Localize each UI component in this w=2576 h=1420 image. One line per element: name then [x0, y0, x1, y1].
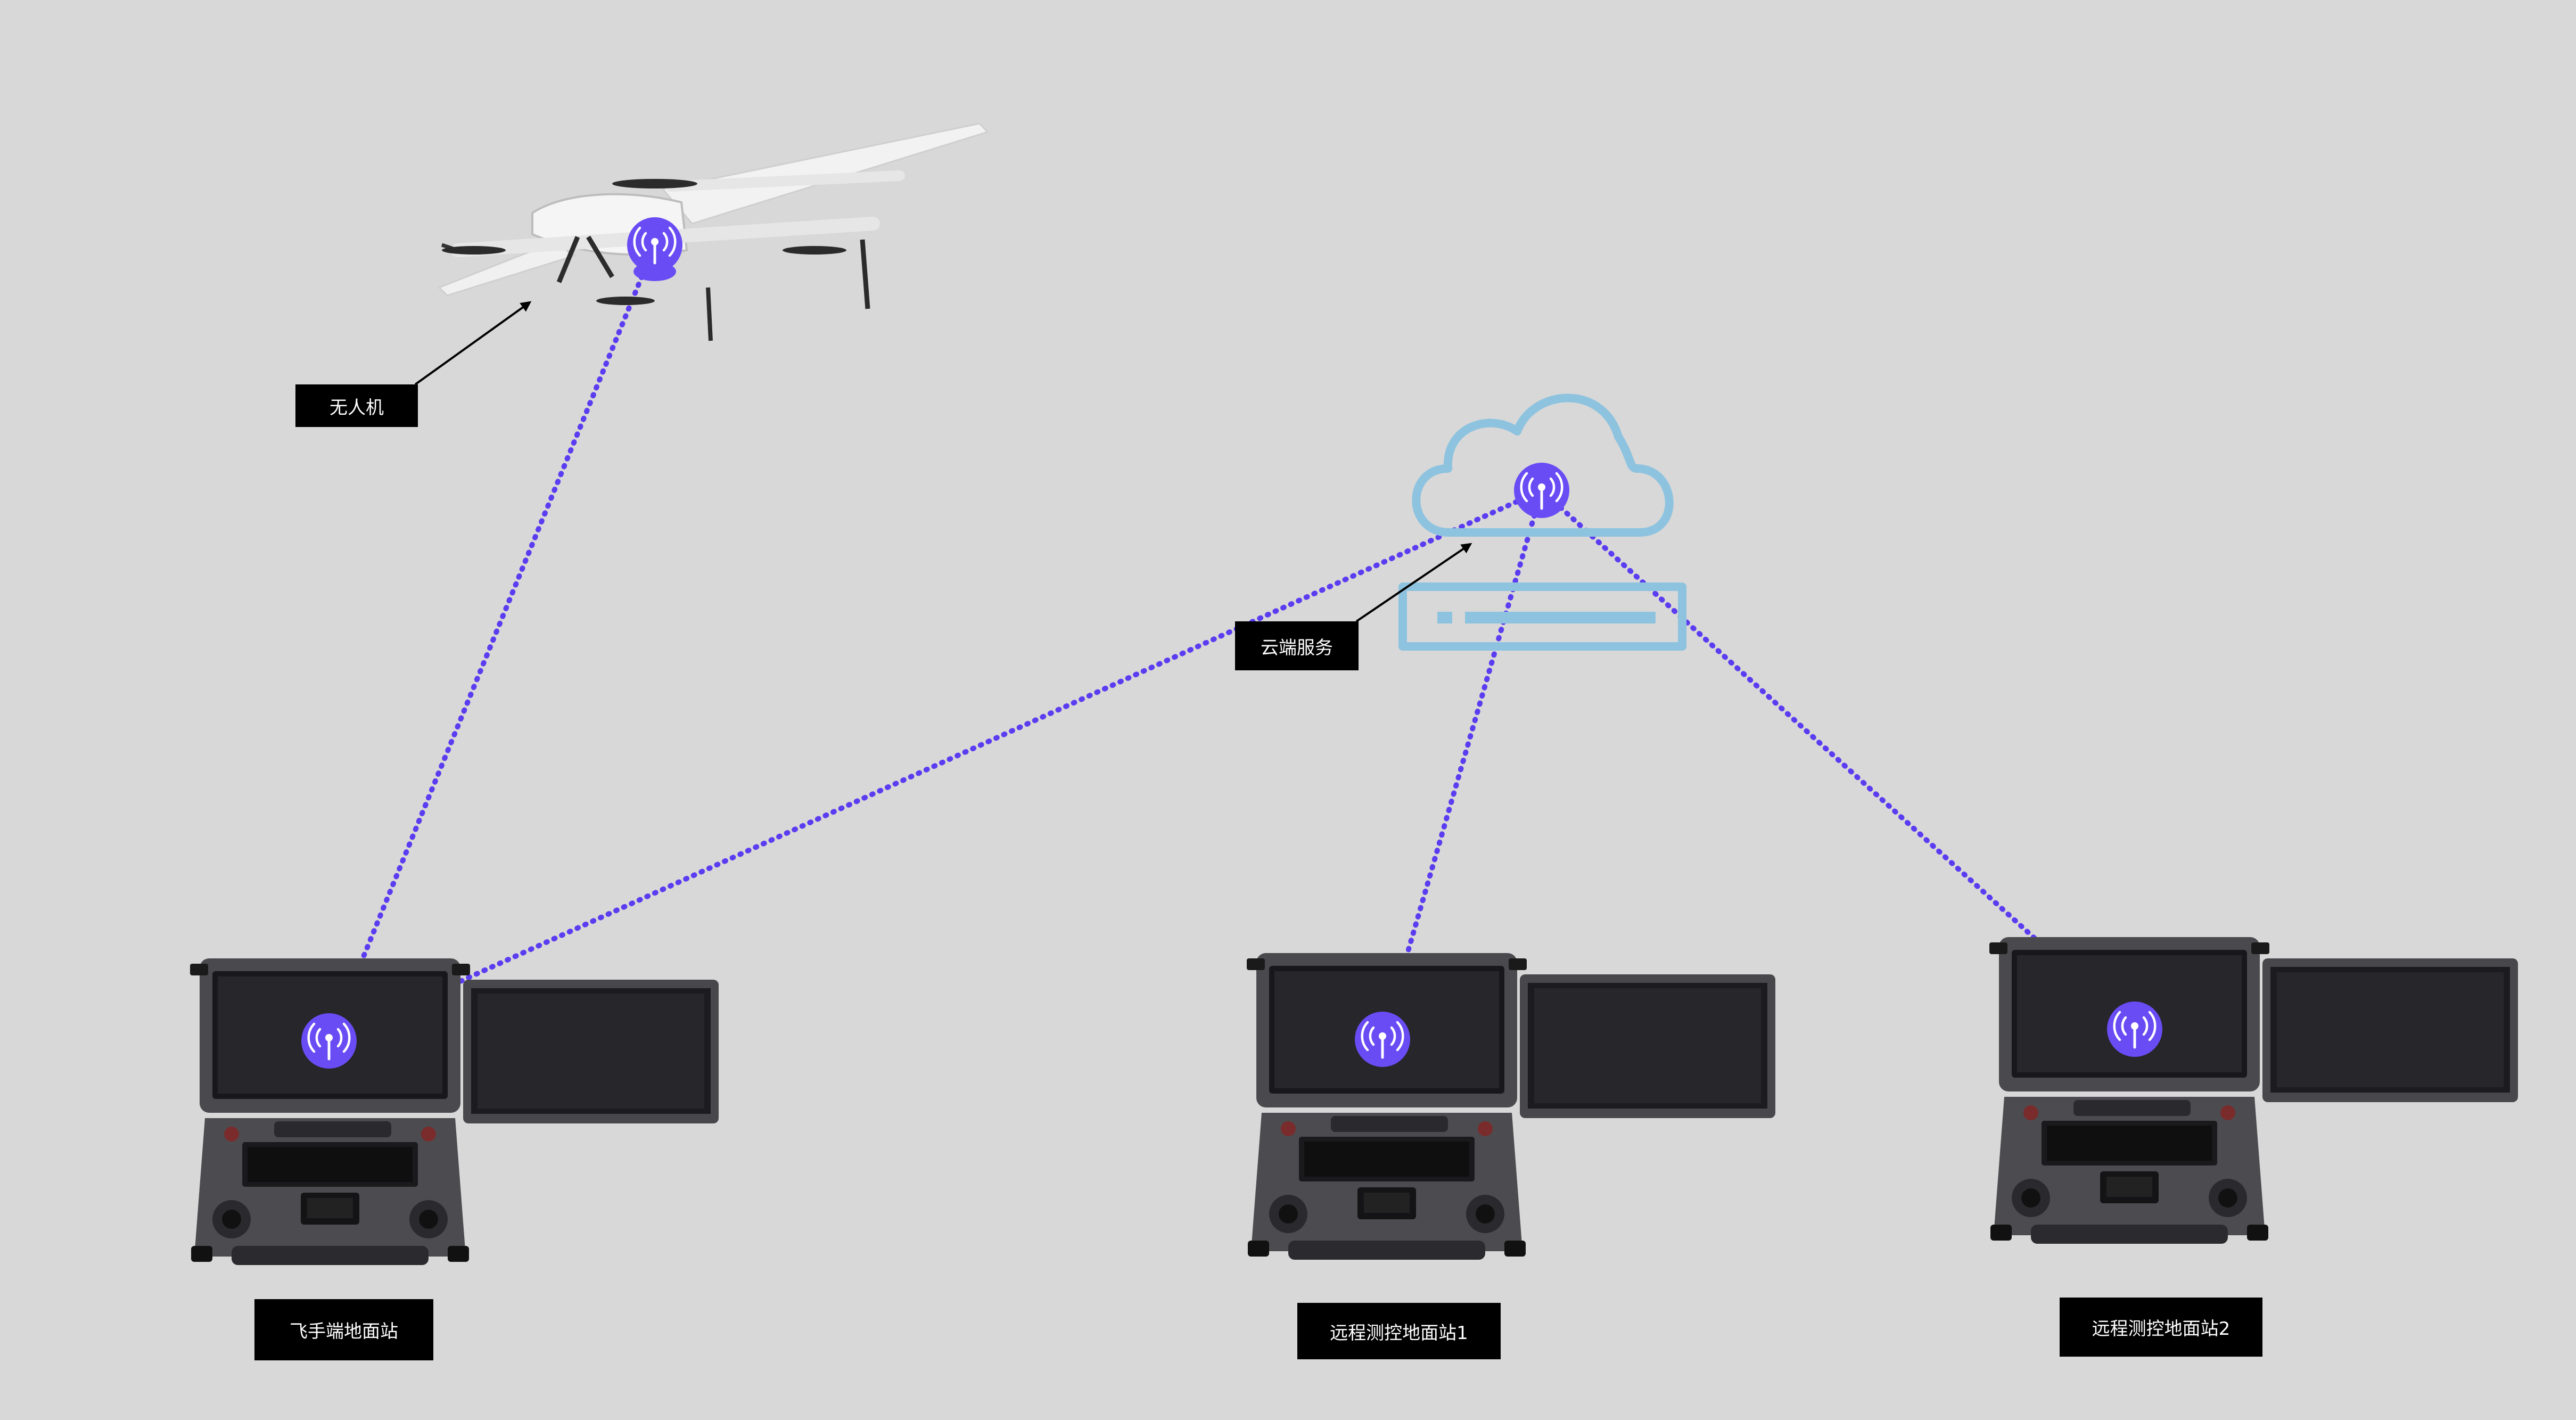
pilot-ground-station-illustration: [190, 958, 719, 1265]
remote-station-1-illustration: [1247, 953, 1775, 1260]
link-drone-pilot: [326, 242, 657, 1044]
remote-station-2-antenna-icon: [2107, 1002, 2162, 1057]
remote-station-2-label: 远程测控地面站2: [2060, 1298, 2262, 1357]
cloud-server-icon: [1398, 393, 1686, 651]
cloud-service-label: 云端服务: [1235, 621, 1359, 670]
pilot-station-antenna-icon: [301, 1013, 357, 1069]
drone-label-pointer: [414, 301, 532, 385]
cloud-antenna-icon: [1514, 463, 1569, 518]
pilot-ground-station-label: 飞手端地面站: [254, 1299, 433, 1360]
remote-station-1-antenna-icon: [1355, 1012, 1410, 1067]
remote-station-1-label: 远程测控地面站1: [1297, 1303, 1501, 1359]
connection-lines: [326, 242, 2137, 1044]
drone-antenna-icon: [627, 217, 682, 273]
remote-station-2-illustration: [1989, 937, 2518, 1244]
cloud-label-pointer: [1355, 543, 1472, 622]
drone-label: 无人机: [295, 384, 418, 427]
link-pilot-cloud: [326, 488, 1544, 1044]
link-cloud-remote1: [1380, 488, 1544, 1042]
